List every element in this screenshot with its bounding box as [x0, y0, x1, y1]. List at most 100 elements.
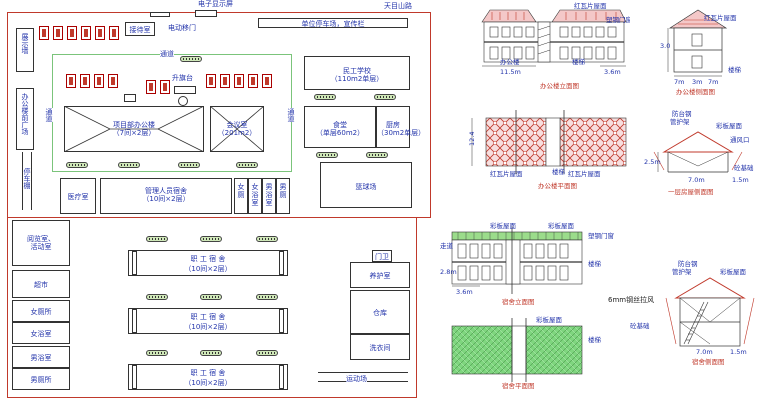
meeting-room: 会议室 （201m2） [210, 106, 264, 152]
site-boundary-lower [7, 218, 417, 398]
guard-label: 门卫 [375, 253, 389, 261]
shrub-icon [118, 162, 140, 168]
office-side-dim-h: 3.0 [660, 42, 670, 50]
office-elevation: 红瓦片屋面 塑钢门窗 办公楼 楼梯 11.5m 3.6m 办公楼立面图 [481, 1, 630, 90]
parking-label: 单位停车场，宣传栏 [301, 20, 365, 28]
dorm-plan-caption: 宿舍平面图 [502, 381, 535, 390]
one-story-dim-s: 1.5m [732, 176, 749, 184]
one-story-dim-h: 2.5m [644, 158, 661, 166]
stair-icon [132, 365, 137, 389]
female-toilet: 女厕所 [12, 300, 70, 322]
stair-icon [279, 365, 284, 389]
dorm-plan: 彩板屋面 楼梯 宿舍平面图 [451, 315, 602, 390]
office-elev-roof-label: 红瓦片屋面 [574, 1, 607, 10]
tree-icon [220, 74, 230, 88]
project-office: 项目部办公楼 （7间×2层） [64, 106, 204, 152]
management-dorm-label: 管理人员宿舍 （10间×2层） [142, 187, 190, 203]
toilet-a: 女 厕 [234, 178, 248, 214]
stair-icon [132, 251, 137, 275]
office-elev-dim-side: 3.6m [604, 68, 621, 76]
shrub-icon [256, 294, 278, 300]
dorm-side-dim-s: 1.5m [730, 348, 747, 356]
tree-icon [108, 74, 118, 88]
office-side-roof-label: 红瓦片屋面 [704, 13, 737, 22]
shrub-icon [200, 350, 222, 356]
male-toilet: 男厕所 [12, 368, 70, 390]
tree-icon [234, 74, 244, 88]
office-plan: 12.4 红瓦片屋面 红瓦片屋面 楼梯 办公楼平面图 [468, 110, 627, 190]
road-top-label: 通道 [160, 50, 174, 58]
dorm-plan-stair-label: 楼梯 [588, 335, 602, 344]
reception-room: 接待室 [125, 22, 155, 36]
one-story-roof-label: 彩板屋面 [716, 121, 743, 130]
toilet-b: 女 浴 室 [248, 178, 262, 214]
road-right-label: 通道 [287, 108, 295, 122]
store: 超市 [12, 270, 70, 298]
road-left-label: 通道 [45, 108, 53, 122]
dorm-side: 防台钢 管护架 彩板屋面 6mm钢丝拉风 砼基础 7.0m 1.5m 宿舍侧面图 [608, 259, 755, 366]
dorm-1-title: 职 工 宿 舍 [190, 255, 226, 263]
plaza-label: 办公楼前广场 [21, 93, 29, 135]
canteen: 食堂 （单层60m2） [304, 106, 376, 148]
road-label: 天目山路 [384, 2, 412, 10]
female-bath: 女浴室 [12, 322, 70, 344]
toilet-a-label: 女 厕 [237, 183, 245, 199]
flagpole-label: 升旗台 [172, 74, 193, 82]
male-bath: 男浴室 [12, 346, 70, 368]
dorm-side-top-b: 管护架 [672, 267, 692, 276]
office-side-dim-c: 7m [708, 78, 718, 86]
activity-label: 阅览室、 活动室 [27, 235, 55, 251]
shrub-icon [146, 294, 168, 300]
staff-school-label: 民工学校 （110m2单层） [330, 67, 384, 83]
shrub-icon [314, 94, 336, 100]
bike-shed: 停车棚 [22, 152, 32, 210]
office-plan-roof-a: 红瓦片屋面 [490, 169, 523, 178]
kitchen-label: 厨房 （30m2单层） [377, 121, 426, 137]
shrub-icon [374, 94, 396, 100]
management-dorm: 管理人员宿舍 （10间×2层） [100, 178, 232, 214]
toilet-d-label: 男 厕 [279, 183, 287, 199]
shrub-icon [200, 236, 222, 242]
dorm-elev-caption: 宿舍立面图 [502, 297, 535, 306]
showcase-wall: 展示墙 [16, 28, 34, 72]
tree-icon [80, 74, 90, 88]
shrub-icon [366, 152, 388, 158]
male-toilet-label: 男厕所 [30, 376, 52, 384]
store-label: 超市 [34, 281, 48, 289]
office-elev-caption: 办公楼立面图 [540, 81, 579, 90]
dorm-side-base-label: 砼基础 [630, 321, 650, 330]
dorm-elev-dim-h: 2.8m [440, 268, 457, 276]
flagpole-icon [174, 86, 196, 94]
flag-base-icon [124, 94, 136, 102]
one-story-caption: 一层房屋侧面图 [668, 187, 714, 196]
warehouse: 仓库 [350, 290, 410, 334]
bike-shed-label: 停车棚 [23, 168, 31, 189]
office-side-stair-label: 楼梯 [728, 65, 742, 74]
shrub-icon [316, 152, 338, 158]
stair-icon [279, 309, 284, 333]
shrub-icon [256, 236, 278, 242]
one-story-side: 防台钢 管护架 彩板屋面 通风口 2.5m 砼基础 7.0m 1.5m 一层房屋… [644, 109, 754, 196]
staff-school: 民工学校 （110m2单层） [304, 56, 410, 90]
stair-icon [132, 309, 137, 333]
shrub-icon [236, 162, 258, 168]
dorm-elev-door-label: 塑钢门窗 [588, 231, 614, 240]
clinic: 医疗室 [60, 178, 96, 214]
tree-icon [53, 26, 63, 40]
toilet-b-label: 女 浴 室 [251, 183, 259, 207]
gate-label: 电动移门 [168, 24, 196, 32]
staff-dorm-3: 职 工 宿 舍 （10间×2层） [128, 364, 288, 390]
dorm-side-top-a: 防台钢 [678, 259, 698, 268]
shrub-icon [200, 294, 222, 300]
basketball-label: 篮球场 [355, 183, 377, 191]
project-office-label: 项目部办公楼 （7间×2层） [112, 121, 156, 137]
shrub-icon [178, 162, 200, 168]
staff-dorm-2: 职 工 宿 舍 （10间×2层） [128, 308, 288, 334]
one-story-dim-w: 7.0m [688, 176, 705, 184]
dorm-2-size: （10间×2层） [184, 323, 232, 331]
office-plan-roof-b: 红瓦片屋面 [568, 169, 601, 178]
toilet-d: 男 厕 [276, 178, 290, 214]
flag-circle-icon [178, 96, 188, 106]
office-plan-dim-h: 12.4 [468, 132, 476, 146]
laundry: 洗衣间 [350, 334, 410, 360]
